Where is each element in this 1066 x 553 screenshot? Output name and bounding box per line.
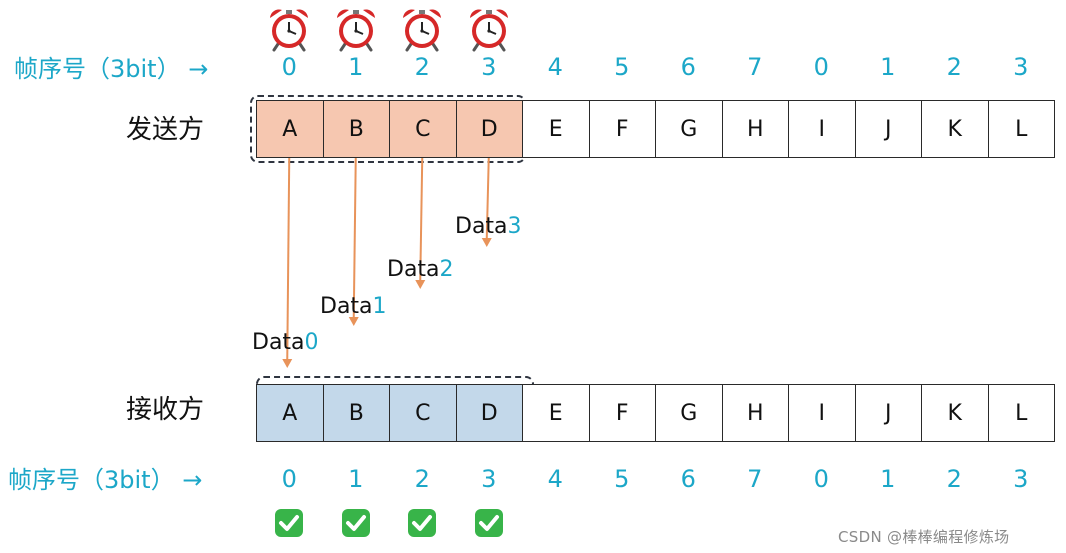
seq-number: 1 [880, 465, 896, 493]
sender-frame-cell: H [721, 100, 789, 158]
seq-number: 7 [747, 53, 763, 81]
alarm-clock-icon [466, 6, 512, 52]
data-label-prefix: Data [252, 330, 305, 355]
sender-frame-cell: F [588, 100, 656, 158]
seq-number: 1 [348, 465, 364, 493]
arrow-right-icon: → [182, 466, 203, 494]
receiver-frame-cell: H [721, 384, 789, 442]
arrowhead-down-icon [282, 359, 293, 368]
seq-number: 2 [414, 53, 430, 81]
transmission-arrow-line [419, 157, 424, 282]
transmission-arrow-line [286, 157, 291, 361]
check-mark-icon [274, 508, 304, 538]
sender-frame-cell: G [655, 100, 723, 158]
seq-number: 4 [547, 53, 563, 81]
data-frame-label: Data2 [387, 257, 454, 283]
sender-frame-cell: E [522, 100, 590, 158]
sender-frame-cell: J [854, 100, 922, 158]
transmission-arrow-line [352, 157, 357, 319]
arrowhead-down-icon [348, 317, 359, 326]
transmission-arrow-line [485, 157, 490, 240]
seq-number: 0 [281, 53, 297, 81]
seq-number: 3 [481, 465, 497, 493]
data-label-prefix: Data [387, 257, 440, 282]
sender-frame-cell: I [788, 100, 856, 158]
seq-number: 5 [614, 465, 630, 493]
receiver-frame-cell: F [588, 384, 656, 442]
seq-number: 7 [747, 465, 763, 493]
receiver-frame-cell: B [322, 384, 390, 442]
check-mark-icon [407, 508, 437, 538]
data-frame-label: Data3 [455, 214, 522, 240]
receiver-frame-cell: L [987, 384, 1055, 442]
sender-frame-cell: L [987, 100, 1055, 158]
receiver-frame-cell: E [522, 384, 590, 442]
top-seq-label: 帧序号（3bit） → [14, 55, 209, 83]
sender-label: 发送方 [126, 115, 205, 145]
alarm-clock-icon [399, 6, 445, 52]
data-label-prefix: Data [455, 214, 508, 239]
sender-frame-cell: A [256, 100, 324, 158]
data-label-number: 2 [439, 257, 454, 282]
receiver-frame-cell: G [655, 384, 723, 442]
seq-number: 0 [281, 465, 297, 493]
check-mark-icon [474, 508, 504, 538]
arrowhead-down-icon [481, 238, 492, 247]
seq-number: 5 [614, 53, 630, 81]
bottom-seq-label: 帧序号（3bit） → [8, 466, 203, 494]
data-label-number: 1 [372, 294, 387, 319]
sender-frame-cell: K [921, 100, 989, 158]
seq-number: 3 [1013, 465, 1029, 493]
sender-frame-cell: D [455, 100, 523, 158]
seq-number: 6 [680, 53, 696, 81]
receiver-label: 接收方 [126, 395, 205, 425]
data-frame-label: Data0 [252, 330, 319, 356]
receiver-frame-cell: I [788, 384, 856, 442]
seq-number: 1 [880, 53, 896, 81]
alarm-clock-icon [333, 6, 379, 52]
data-label-prefix: Data [320, 294, 373, 319]
watermark: CSDN @棒棒编程修炼场 [838, 528, 1010, 546]
seq-number: 3 [1013, 53, 1029, 81]
seq-number: 2 [946, 465, 962, 493]
arrow-right-icon: → [188, 55, 209, 83]
sender-frame-cell: B [322, 100, 390, 158]
alarm-clock-icon [266, 6, 312, 52]
seq-number: 0 [813, 53, 829, 81]
receiver-frame-cell: A [256, 384, 324, 442]
check-mark-icon [341, 508, 371, 538]
data-label-number: 0 [304, 330, 319, 355]
sender-frame-cell: C [389, 100, 457, 158]
receiver-frame-cell: D [455, 384, 523, 442]
seq-number: 6 [680, 465, 696, 493]
seq-number: 0 [813, 465, 829, 493]
seq-number: 4 [547, 465, 563, 493]
seq-number: 2 [946, 53, 962, 81]
seq-number: 2 [414, 465, 430, 493]
receiver-frame-cell: J [854, 384, 922, 442]
data-frame-label: Data1 [320, 294, 387, 320]
receiver-frame-cell: C [389, 384, 457, 442]
seq-number: 1 [348, 53, 364, 81]
data-label-number: 3 [507, 214, 522, 239]
seq-number: 3 [481, 53, 497, 81]
receiver-frame-cell: K [921, 384, 989, 442]
arrowhead-down-icon [415, 280, 426, 289]
